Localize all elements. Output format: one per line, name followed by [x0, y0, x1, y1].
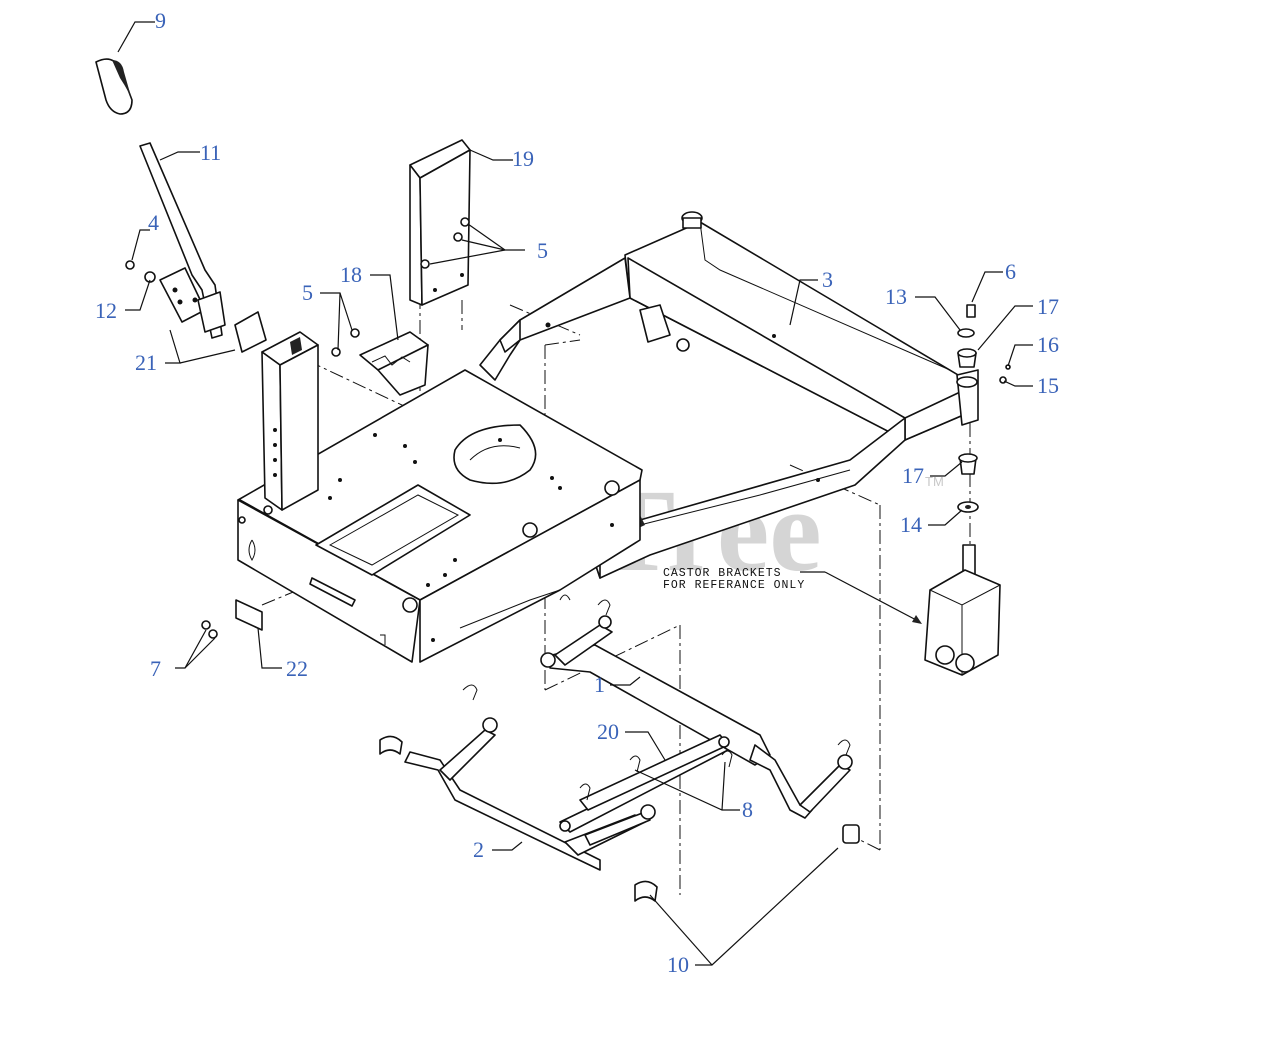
link-20	[559, 734, 733, 833]
callout-5b: 5	[302, 280, 313, 305]
hardware	[125, 217, 1011, 513]
callout-14: 14	[900, 512, 922, 537]
plate-22	[201, 599, 263, 639]
lift-shaft-1	[540, 599, 853, 819]
callout-21: 21	[135, 350, 157, 375]
callout-18: 18	[340, 262, 362, 287]
note-line-2: FOR REFERANCE ONLY	[663, 579, 805, 592]
callout-8: 8	[742, 797, 753, 822]
callout-15: 15	[1037, 373, 1059, 398]
callout-4: 4	[148, 210, 159, 235]
lift-shaft-2	[379, 684, 860, 902]
left-pivot-bracket	[234, 311, 319, 511]
leader-lines	[117, 21, 1033, 966]
deck-housing	[237, 369, 643, 663]
lift-lever	[95, 58, 226, 339]
callout-17b: 17	[902, 463, 924, 488]
bracket-19	[409, 139, 471, 306]
castor-note: CASTOR BRACKETS FOR REFERANCE ONLY	[663, 567, 922, 624]
callout-3: 3	[822, 267, 833, 292]
castor-bracket	[924, 544, 1001, 676]
bracket-18	[359, 331, 429, 396]
note-line-1: CASTOR BRACKETS	[663, 567, 782, 580]
callouts: 9 11 19 4 12 21 5 5 18 3 6 13 17 16 15 1…	[95, 8, 1059, 977]
callout-16: 16	[1037, 332, 1059, 357]
callout-19: 19	[512, 146, 534, 171]
callout-1: 1	[594, 672, 605, 697]
callout-11: 11	[200, 140, 221, 165]
callout-5a: 5	[537, 238, 548, 263]
callout-9: 9	[155, 8, 166, 33]
callout-2: 2	[473, 837, 484, 862]
main-frame	[479, 211, 979, 579]
callout-12: 12	[95, 298, 117, 323]
callout-22: 22	[286, 656, 308, 681]
watermark-trademark: TM	[925, 474, 944, 489]
callout-10: 10	[667, 952, 689, 977]
callout-20: 20	[597, 719, 619, 744]
callout-13: 13	[885, 284, 907, 309]
callout-17a: 17	[1037, 294, 1059, 319]
callout-7: 7	[150, 656, 161, 681]
callout-6: 6	[1005, 259, 1016, 284]
